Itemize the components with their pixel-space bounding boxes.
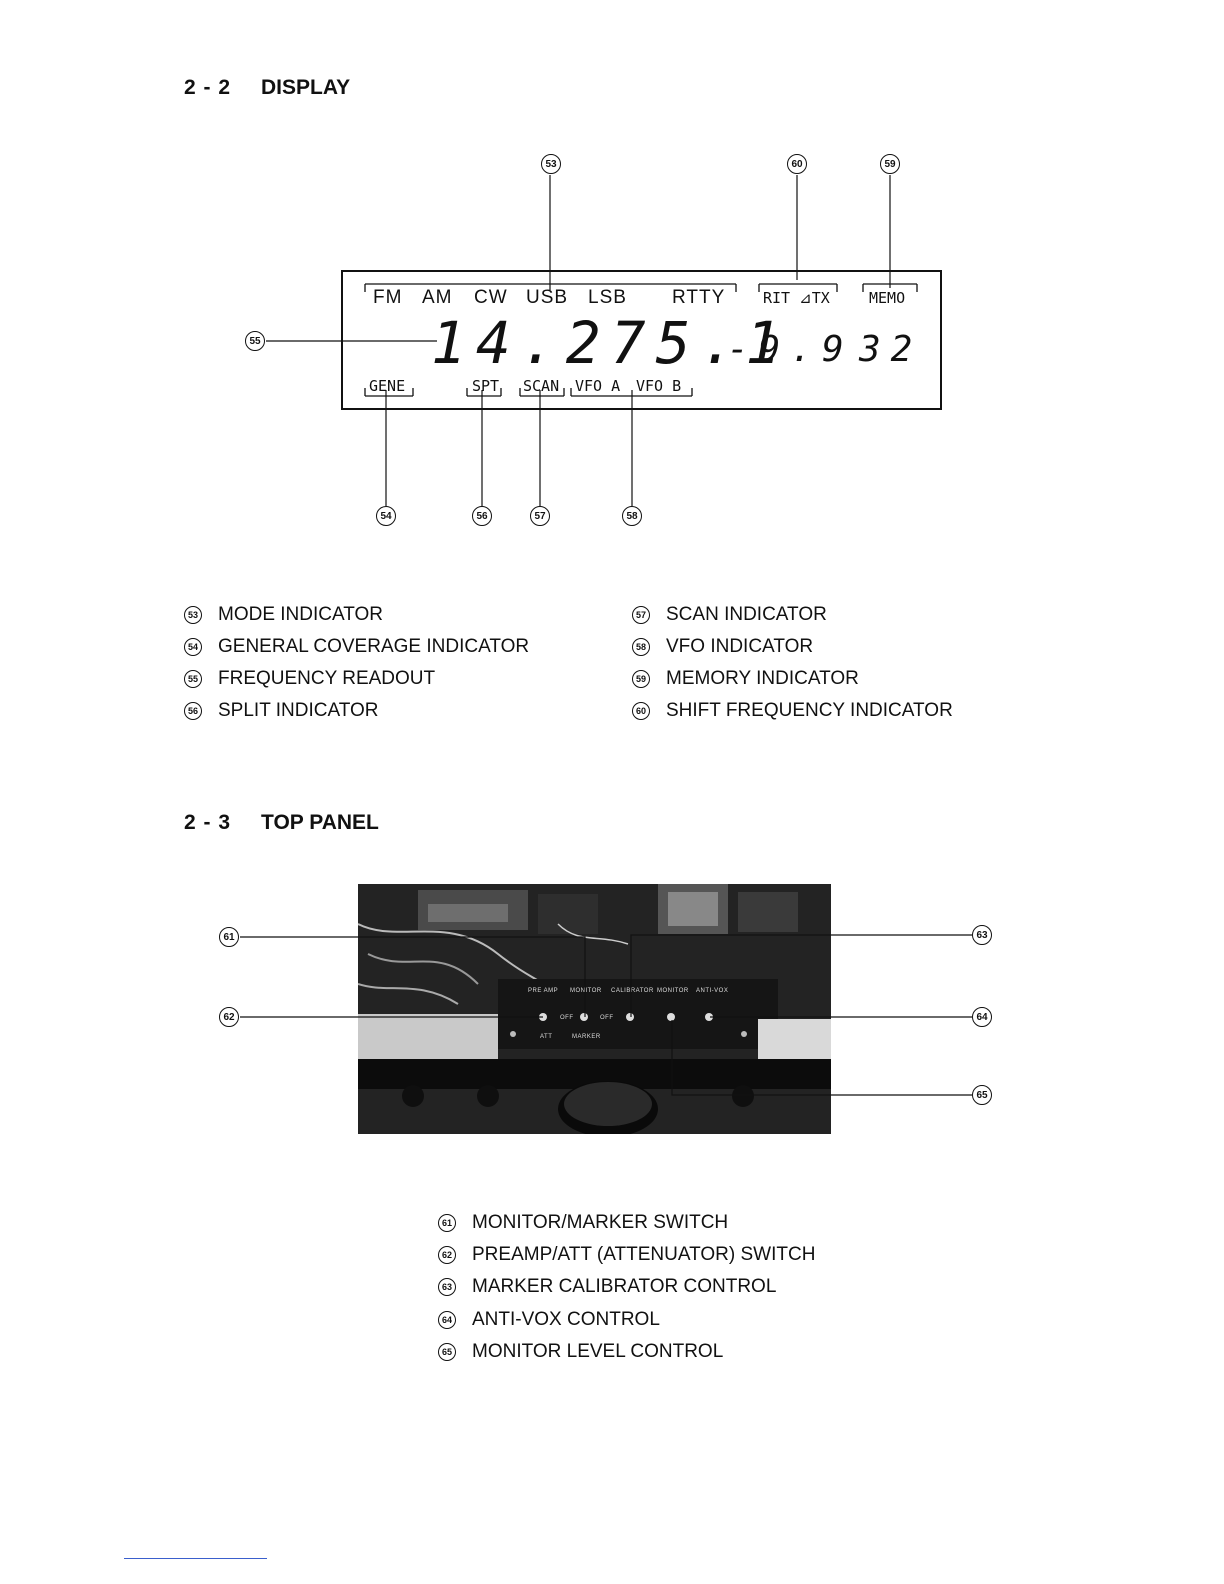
legend-label: SHIFT FREQUENCY INDICATOR xyxy=(666,700,953,721)
footer-rule xyxy=(124,1558,267,1559)
legend-label: MONITOR LEVEL CONTROL xyxy=(472,1341,724,1362)
callout-56: 56 xyxy=(472,506,492,526)
top-panel-leader-lines xyxy=(240,934,972,1096)
legend-item-55: 55 FREQUENCY READOUT xyxy=(184,668,435,690)
photo-label-calibrator: CALIBRATOR xyxy=(611,988,654,994)
lcd-display: FM AM CW USB LSB RTTY RIT ⊿TX MEMO 14.27… xyxy=(341,270,942,410)
legend-item-63: 63 MARKER CALIBRATOR CONTROL xyxy=(438,1276,776,1298)
frequency-readout: 14.275.1 xyxy=(431,309,791,377)
mode-fm: FM xyxy=(373,287,403,308)
legend-label: PREAMP/ATT (ATTENUATOR) SWITCH xyxy=(472,1244,816,1265)
lcd-bracket-lines xyxy=(364,283,918,397)
legend-item-56: 56 SPLIT INDICATOR xyxy=(184,700,378,722)
callout-62: 62 xyxy=(219,1007,239,1027)
legend-item-54: 54 GENERAL COVERAGE INDICATOR xyxy=(184,636,529,658)
legend-label: VFO INDICATOR xyxy=(666,636,814,657)
callout-61: 61 xyxy=(219,927,239,947)
top-panel-section-title: TOP PANEL xyxy=(261,811,379,834)
memo-indicator: MEMO xyxy=(869,289,906,307)
display-section-number: 2 - 2 xyxy=(184,76,232,99)
callout-54: 54 xyxy=(376,506,396,526)
top-panel-section-number: 2 - 3 xyxy=(184,811,232,834)
photo-label-anti-vox: ANTI-VOX xyxy=(696,988,729,994)
legend-item-60: 60 SHIFT FREQUENCY INDICATOR xyxy=(632,700,953,722)
legend-item-62: 62 PREAMP/ATT (ATTENUATOR) SWITCH xyxy=(438,1244,815,1266)
callout-63: 63 xyxy=(972,925,992,945)
legend-number: 62 xyxy=(438,1246,456,1264)
legend-label: ANTI-VOX CONTROL xyxy=(472,1309,660,1330)
legend-number: 59 xyxy=(632,670,650,688)
callout-58: 58 xyxy=(622,506,642,526)
rit-indicator: RIT ⊿TX xyxy=(763,289,830,307)
shift-frequency-readout: -9.9 xyxy=(727,329,854,370)
top-panel-photo-drawing xyxy=(358,884,831,1134)
display-section-title: DISPLAY xyxy=(261,76,351,99)
photo-label-off-2: OFF xyxy=(600,1015,614,1021)
mode-cw: CW xyxy=(474,287,508,308)
callout-65: 65 xyxy=(972,1085,992,1105)
mode-am: AM xyxy=(422,287,453,308)
legend-number: 58 xyxy=(632,638,650,656)
legend-number: 60 xyxy=(632,702,650,720)
top-panel-photo: PRE AMP MONITOR CALIBRATOR MONITOR ANTI-… xyxy=(358,884,831,1134)
legend-number: 53 xyxy=(184,606,202,624)
legend-label: SCAN INDICATOR xyxy=(666,604,827,625)
legend-label: MODE INDICATOR xyxy=(218,604,384,625)
legend-number: 54 xyxy=(184,638,202,656)
vfo-a-indicator: VFO A xyxy=(575,377,621,395)
legend-label: MEMORY INDICATOR xyxy=(666,668,859,689)
mode-usb: USB xyxy=(526,287,569,308)
photo-label-monitor: MONITOR xyxy=(570,988,602,994)
callout-64: 64 xyxy=(972,1007,992,1027)
callout-59: 59 xyxy=(880,154,900,174)
legend-label: MARKER CALIBRATOR CONTROL xyxy=(472,1276,777,1297)
callout-53: 53 xyxy=(541,154,561,174)
photo-label-marker: MARKER xyxy=(572,1034,601,1040)
spt-indicator: SPT xyxy=(472,377,500,395)
legend-item-64: 64 ANTI-VOX CONTROL xyxy=(438,1309,660,1331)
legend-number: 63 xyxy=(438,1278,456,1296)
scan-indicator: SCAN xyxy=(523,377,560,395)
legend-label: SPLIT INDICATOR xyxy=(218,700,379,721)
photo-label-off-1: OFF xyxy=(560,1015,574,1021)
vfo-b-indicator: VFO B xyxy=(636,377,682,395)
legend-item-58: 58 VFO INDICATOR xyxy=(632,636,813,658)
legend-item-57: 57 SCAN INDICATOR xyxy=(632,604,827,626)
gene-indicator: GENE xyxy=(369,377,406,395)
memory-channel-readout: 32 xyxy=(859,329,923,370)
legend-item-61: 61 MONITOR/MARKER SWITCH xyxy=(438,1212,728,1234)
mode-rtty: RTTY xyxy=(672,287,726,308)
callout-55: 55 xyxy=(245,331,265,351)
legend-label: MONITOR/MARKER SWITCH xyxy=(472,1212,729,1233)
legend-number: 61 xyxy=(438,1214,456,1232)
legend-number: 55 xyxy=(184,670,202,688)
legend-item-53: 53 MODE INDICATOR xyxy=(184,604,383,626)
photo-label-monitor-2: MONITOR xyxy=(657,988,689,994)
legend-item-65: 65 MONITOR LEVEL CONTROL xyxy=(438,1341,723,1363)
legend-item-59: 59 MEMORY INDICATOR xyxy=(632,668,859,690)
legend-number: 57 xyxy=(632,606,650,624)
legend-number: 65 xyxy=(438,1343,456,1361)
legend-number: 56 xyxy=(184,702,202,720)
callout-57: 57 xyxy=(530,506,550,526)
photo-label-att: ATT xyxy=(540,1034,553,1040)
callout-60: 60 xyxy=(787,154,807,174)
legend-number: 64 xyxy=(438,1311,456,1329)
legend-label: GENERAL COVERAGE INDICATOR xyxy=(218,636,530,657)
legend-label: FREQUENCY READOUT xyxy=(218,668,436,689)
mode-lsb: LSB xyxy=(588,287,627,308)
photo-label-pre-amp: PRE AMP xyxy=(528,988,559,994)
